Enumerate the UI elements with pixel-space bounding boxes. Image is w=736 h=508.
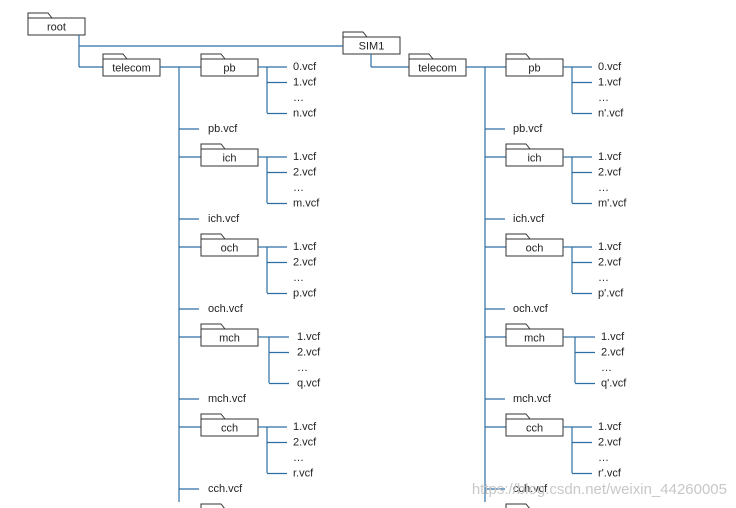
right-file-ich-vcf: ich.vcf: [513, 213, 545, 225]
right-file-cch-3: …: [598, 452, 609, 464]
left-file-och-4: p.vcf: [293, 287, 317, 299]
left-file-och-vcf: och.vcf: [208, 303, 244, 315]
folder-sim1-label: SIM1: [359, 40, 385, 52]
left-folder-ich-label: ich: [222, 152, 236, 164]
left-folder-cutoff: [200, 503, 225, 508]
left-folder-mch-label: mch: [219, 332, 240, 344]
folder-root-box: [27, 17, 86, 36]
right-folder-cch-label: cch: [526, 422, 543, 434]
right-file-pb-3: …: [598, 92, 609, 104]
folder-root-tab: [27, 12, 53, 19]
left-folder-och-tab: [200, 233, 226, 240]
left-folder-cch-label: cch: [221, 422, 238, 434]
right-file-cch-1: 1.vcf: [598, 421, 622, 433]
left-folder-pb-label: pb: [223, 62, 235, 74]
left-folder-och-label: och: [221, 242, 239, 254]
right-folder-telecom-tab: [408, 53, 434, 60]
left-file-cch-4: r.vcf: [293, 467, 314, 479]
left-file-ich-2: 2.vcf: [293, 166, 317, 178]
left-file-och-1: 1.vcf: [293, 241, 317, 253]
right-file-pb-2: 1.vcf: [598, 76, 622, 88]
right-folder-cch-tab: [505, 413, 531, 420]
left-file-mch-3: …: [297, 362, 308, 374]
right-file-ich-1: 1.vcf: [598, 151, 622, 163]
left-folder-ich-tab: [200, 143, 226, 150]
left-file-ich-3: …: [293, 182, 304, 194]
right-file-cch-4: r'.vcf: [598, 467, 622, 479]
left-file-ich-4: m.vcf: [293, 197, 320, 209]
left-file-och-3: …: [293, 272, 304, 284]
right-folder-mch-label: mch: [524, 332, 545, 344]
right-file-och-1: 1.vcf: [598, 241, 622, 253]
right-folder-pb-label: pb: [528, 62, 540, 74]
right-file-ich-4: m'.vcf: [598, 197, 627, 209]
left-file-ich-vcf: ich.vcf: [208, 213, 240, 225]
left-file-mch-1: 1.vcf: [297, 331, 321, 343]
right-file-och-vcf: och.vcf: [513, 303, 549, 315]
folder-root-label: root: [47, 21, 66, 33]
right-folder-pb-tab: [505, 53, 531, 60]
left-file-mch-4: q.vcf: [297, 377, 321, 389]
watermark-text: https://blog.csdn.net/weixin_44260005: [472, 481, 727, 498]
left-folder-cch-tab: [200, 413, 226, 420]
folder-sim1-tab: [342, 31, 368, 38]
right-file-mch-1: 1.vcf: [601, 331, 625, 343]
right-file-och-4: p'.vcf: [598, 287, 624, 299]
left-folder-mch-tab: [200, 323, 226, 330]
left-file-pb-1: 0.vcf: [293, 61, 317, 73]
right-folder-ich-label: ich: [527, 152, 541, 164]
right-file-mch-vcf: mch.vcf: [513, 393, 552, 405]
right-folder-cutoff: [505, 503, 530, 508]
left-file-pb-3: …: [293, 92, 304, 104]
right-file-och-3: …: [598, 272, 609, 284]
right-file-ich-2: 2.vcf: [598, 166, 622, 178]
right-file-mch-2: 2.vcf: [601, 346, 625, 358]
left-folder-pb-tab: [200, 53, 226, 60]
left-file-cch-2: 2.vcf: [293, 436, 317, 448]
right-file-ich-3: …: [598, 182, 609, 194]
left-file-ich-1: 1.vcf: [293, 151, 317, 163]
left-folder-telecom-tab: [102, 53, 128, 60]
right-folder-ich-tab: [505, 143, 531, 150]
right-file-och-2: 2.vcf: [598, 256, 622, 268]
left-file-pb-2: 1.vcf: [293, 76, 317, 88]
right-folder-och-label: och: [526, 242, 544, 254]
right-file-mch-3: …: [601, 362, 612, 374]
right-file-pb-vcf: pb.vcf: [513, 123, 543, 135]
left-file-cch-1: 1.vcf: [293, 421, 317, 433]
right-file-mch-4: q'.vcf: [601, 377, 627, 389]
right-file-pb-1: 0.vcf: [598, 61, 622, 73]
left-file-mch-vcf: mch.vcf: [208, 393, 247, 405]
right-file-pb-4: n'.vcf: [598, 107, 624, 119]
left-file-pb-4: n.vcf: [293, 107, 317, 119]
right-folder-mch-tab: [505, 323, 531, 330]
right-file-cch-vcf: cch.vcf: [513, 483, 548, 495]
right-folder-telecom-label: telecom: [418, 62, 457, 74]
left-file-och-2: 2.vcf: [293, 256, 317, 268]
left-file-mch-2: 2.vcf: [297, 346, 321, 358]
right-file-cch-2: 2.vcf: [598, 436, 622, 448]
left-folder-telecom-label: telecom: [112, 62, 151, 74]
right-folder-och-tab: [505, 233, 531, 240]
left-file-pb-vcf: pb.vcf: [208, 123, 238, 135]
left-file-cch-vcf: cch.vcf: [208, 483, 243, 495]
left-file-cch-3: …: [293, 452, 304, 464]
